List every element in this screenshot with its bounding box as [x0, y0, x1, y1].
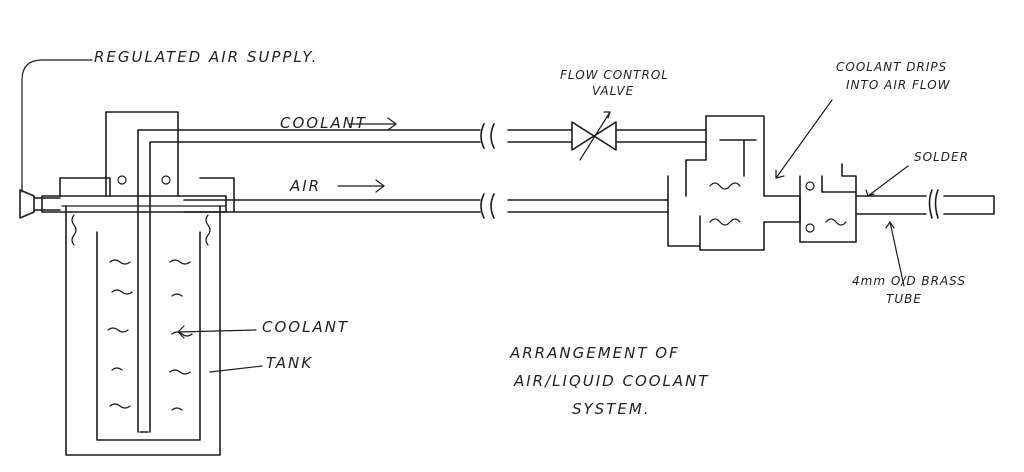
label-air-pipe: AIR	[290, 177, 322, 195]
label-coolant-pipe: COOLANT	[280, 114, 368, 132]
air-pipe	[183, 193, 669, 219]
brass-tube	[855, 189, 995, 219]
coolant-pipe	[137, 123, 707, 433]
coolant-liquid-waves	[107, 259, 193, 411]
diagram-title-line1: ARRANGEMENT OF	[510, 344, 680, 362]
mixing-block	[667, 115, 801, 251]
air-inlet-nipple	[19, 189, 61, 219]
diagram-title-line3: SYSTEM.	[572, 400, 651, 418]
label-coolant-drips: COOLANT DRIPS	[836, 60, 948, 74]
label-coolant-tank: COOLANT	[262, 318, 350, 336]
label-brass-tube-line2: TUBE	[886, 292, 922, 306]
label-solder: SOLDER	[914, 150, 969, 164]
output-fitting	[799, 163, 857, 243]
label-regulated-air-supply: REGULATED AIR SUPPLY.	[94, 48, 319, 66]
label-into-air-flow: INTO AIR FLOW	[846, 78, 951, 92]
label-brass-tube: 4mm O/D BRASS	[852, 274, 966, 288]
flow-control-valve	[571, 111, 617, 161]
label-valve: VALVE	[592, 84, 635, 98]
label-flow-control: FLOW CONTROL	[560, 68, 669, 82]
diagram-title-line2: AIR/LIQUID COOLANT	[514, 372, 710, 390]
coolant-tank	[61, 205, 227, 456]
leader-lines	[21, 59, 909, 373]
label-tank: TANK	[266, 354, 314, 372]
